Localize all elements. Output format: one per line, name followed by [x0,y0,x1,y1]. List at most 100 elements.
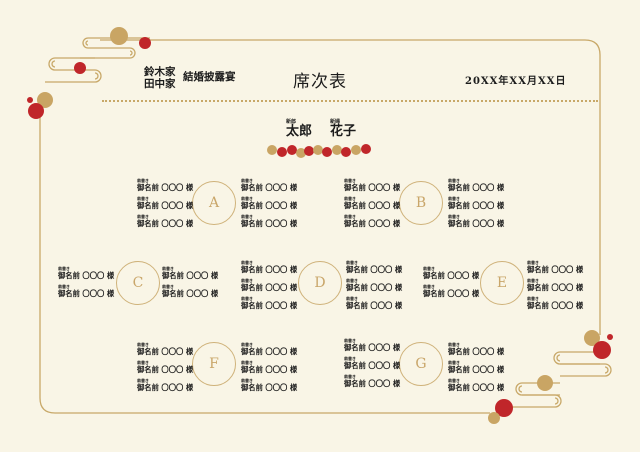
guest-entry: 肩書き御名前 〇〇〇 様 [527,260,583,274]
guest-title: 肩書き [423,266,435,271]
guest-name: 御名前 〇〇〇 様 [423,289,480,298]
guest-title: 肩書き [344,214,356,219]
guest-title: 肩書き [137,214,149,219]
guest-title: 肩書き [162,284,174,289]
guest-title: 肩書き [162,266,174,271]
guest-name: 御名前 〇〇〇 様 [241,183,298,192]
guest-entry: 肩書き御名前 〇〇〇 様 [241,342,297,356]
guest-entry: 肩書き御名前 〇〇〇 様 [241,278,297,292]
page-title: 席次表 [293,72,347,92]
guest-entry: 肩書き御名前 〇〇〇 様 [137,214,193,228]
table-d: D [298,261,342,305]
bride: 新婦 花子 [330,118,356,139]
divider [102,100,598,102]
guest-title: 肩書き [137,360,149,365]
guest-entry: 肩書き御名前 〇〇〇 様 [241,178,297,192]
groom-name: 太郎 [286,124,313,139]
guest-entry: 肩書き御名前 〇〇〇 様 [137,360,193,374]
guest-title: 肩書き [241,278,253,283]
family-name: 鈴木家 [144,66,176,78]
guest-entry: 肩書き御名前 〇〇〇 様 [423,284,479,298]
groom: 新郎 太郎 [286,118,312,139]
guest-title: 肩書き [527,260,539,265]
guest-name: 御名前 〇〇〇 様 [448,365,505,374]
plum-flower-icons [27,27,613,424]
bride-name: 花子 [330,124,357,139]
table-g: G [399,342,443,386]
guest-name: 御名前 〇〇〇 様 [423,271,480,280]
guest-title: 肩書き [448,214,460,219]
event-name: 結婚披露宴 [183,71,236,83]
family-name: 田中家 [144,78,176,90]
guest-title: 肩書き [241,214,253,219]
guest-name: 御名前 〇〇〇 様 [241,265,298,274]
table-c: C [116,261,160,305]
guest-entry: 肩書き御名前 〇〇〇 様 [241,296,297,310]
guest-name: 御名前 〇〇〇 様 [527,265,584,274]
guest-name: 御名前 〇〇〇 様 [448,383,505,392]
guest-entry: 肩書き御名前 〇〇〇 様 [344,338,400,352]
guest-title: 肩書き [241,342,253,347]
guest-name: 御名前 〇〇〇 様 [448,183,505,192]
guest-entry: 肩書き御名前 〇〇〇 様 [344,356,400,370]
guest-entry: 肩書き御名前 〇〇〇 様 [448,196,504,210]
guest-title: 肩書き [241,378,253,383]
guest-name: 御名前 〇〇〇 様 [162,289,219,298]
guest-entry: 肩書き御名前 〇〇〇 様 [344,374,400,388]
guest-name: 御名前 〇〇〇 様 [58,271,115,280]
guest-title: 肩書き [344,196,356,201]
guest-name: 御名前 〇〇〇 様 [344,379,401,388]
guest-title: 肩書き [346,260,358,265]
guest-entry: 肩書き御名前 〇〇〇 様 [137,342,193,356]
guest-name: 御名前 〇〇〇 様 [344,201,401,210]
guest-entry: 肩書き御名前 〇〇〇 様 [346,260,402,274]
guest-name: 御名前 〇〇〇 様 [448,201,505,210]
guest-title: 肩書き [448,360,460,365]
guest-name: 御名前 〇〇〇 様 [241,201,298,210]
guest-title: 肩書き [346,296,358,301]
guest-name: 御名前 〇〇〇 様 [241,283,298,292]
guest-name: 御名前 〇〇〇 様 [448,347,505,356]
groom-role: 新郎 [286,119,297,125]
guest-title: 肩書き [344,338,356,343]
guest-entry: 肩書き御名前 〇〇〇 様 [448,360,504,374]
guest-name: 御名前 〇〇〇 様 [448,219,505,228]
guest-entry: 肩書き御名前 〇〇〇 様 [162,266,218,280]
guest-entry: 肩書き御名前 〇〇〇 様 [241,214,297,228]
guest-entry: 肩書き御名前 〇〇〇 様 [448,342,504,356]
guest-entry: 肩書き御名前 〇〇〇 様 [448,378,504,392]
date: 20XX年XX月XX日 [465,76,567,87]
guest-title: 肩書き [241,178,253,183]
guest-entry: 肩書き御名前 〇〇〇 様 [346,278,402,292]
guest-entry: 肩書き御名前 〇〇〇 様 [241,378,297,392]
guest-entry: 肩書き御名前 〇〇〇 様 [448,214,504,228]
guest-name: 御名前 〇〇〇 様 [241,383,298,392]
guest-entry: 肩書き御名前 〇〇〇 様 [241,360,297,374]
guest-name: 御名前 〇〇〇 様 [527,283,584,292]
guest-entry: 肩書き御名前 〇〇〇 様 [344,214,400,228]
guest-name: 御名前 〇〇〇 様 [344,219,401,228]
guest-name: 御名前 〇〇〇 様 [137,383,194,392]
guest-entry: 肩書き御名前 〇〇〇 様 [527,278,583,292]
guest-title: 肩書き [423,284,435,289]
guest-title: 肩書き [344,374,356,379]
guest-entry: 肩書き御名前 〇〇〇 様 [344,196,400,210]
guest-entry: 肩書き御名前 〇〇〇 様 [137,196,193,210]
guest-name: 御名前 〇〇〇 様 [137,365,194,374]
guest-entry: 肩書き御名前 〇〇〇 様 [346,296,402,310]
family-names: 鈴木家 田中家 [144,66,176,90]
guest-name: 御名前 〇〇〇 様 [162,271,219,280]
guest-entry: 肩書き御名前 〇〇〇 様 [137,378,193,392]
guest-name: 御名前 〇〇〇 様 [344,343,401,352]
guest-title: 肩書き [137,178,149,183]
guest-title: 肩書き [448,342,460,347]
guest-title: 肩書き [448,378,460,383]
guest-name: 御名前 〇〇〇 様 [137,347,194,356]
guest-entry: 肩書き御名前 〇〇〇 様 [58,284,114,298]
guest-entry: 肩書き御名前 〇〇〇 様 [448,178,504,192]
guest-entry: 肩書き御名前 〇〇〇 様 [241,260,297,274]
guest-name: 御名前 〇〇〇 様 [137,183,194,192]
guest-title: 肩書き [137,342,149,347]
guest-title: 肩書き [58,284,70,289]
